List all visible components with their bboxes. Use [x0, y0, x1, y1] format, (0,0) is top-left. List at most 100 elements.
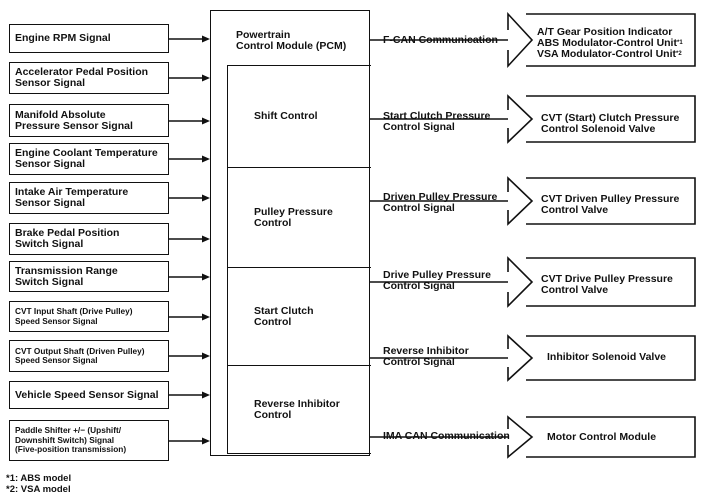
text-line-label: Control Module (PCM) — [236, 40, 347, 52]
arrowhead-icon — [202, 235, 210, 243]
output-arrow-shape — [507, 94, 534, 144]
text-line-label: IMA CAN Communication — [383, 430, 510, 442]
text-line-label: Pulley Pressure — [254, 205, 333, 218]
input-signal-label: Engine RPM Signal — [15, 33, 111, 44]
text-line: A/T Gear Position Indicator — [537, 27, 683, 38]
text-line: Transmission Range — [15, 264, 118, 277]
text-line-label: Shift Control — [254, 110, 318, 122]
output-signal-label: IMA CAN Communication — [383, 431, 510, 442]
text-line: Shift Control — [254, 111, 318, 122]
text-line-label: (Five-position transmission) — [15, 444, 127, 455]
text-line: Start Clutch — [254, 305, 314, 317]
text-line-label: Accelerator Pedal Position — [15, 66, 149, 78]
text-line: CVT Drive Pulley Pressure — [541, 274, 673, 285]
text-line-label: Sensor Signal — [15, 158, 86, 170]
text-line-label: Control Signal — [383, 356, 455, 368]
text-line: Accelerator Pedal Position — [15, 67, 148, 78]
text-line-label: ABS Modulator-Control Unit — [537, 37, 677, 49]
output-arrow-shape — [507, 256, 534, 308]
text-line-label: VSA Modulator-Control Unit — [537, 48, 677, 60]
text-line: Switch Signal — [15, 275, 118, 288]
output-device-label: Inhibitor Solenoid Valve — [547, 352, 666, 363]
text-line-label: Engine Coolant Temperature — [15, 147, 158, 159]
input-signal-label: CVT Output Shaft (Driven Pulley)Speed Se… — [15, 346, 145, 366]
input-signal-label: CVT Input Shaft (Drive Pulley)Speed Sens… — [15, 306, 133, 326]
pcm-section: Shift Control — [227, 65, 371, 167]
text-line: Pressure Sensor Signal — [15, 119, 133, 132]
footnote-mark: *2 — [676, 51, 682, 57]
text-line-label: CVT Drive Pulley Pressure — [541, 273, 673, 285]
text-line-label: Engine RPM Signal — [15, 32, 111, 44]
text-line: Drive Pulley Pressure — [383, 270, 491, 281]
text-line: Reverse Inhibitor — [254, 397, 340, 410]
input-signal-box: Engine RPM Signal — [9, 24, 169, 53]
text-line: Pulley Pressure — [254, 205, 333, 218]
output-device-box — [526, 416, 696, 458]
text-line: Sensor Signal — [15, 198, 128, 209]
arrowhead-icon — [202, 391, 210, 399]
output-arrow-shape — [507, 334, 534, 382]
text-line: Manifold Absolute — [15, 108, 133, 121]
pcm-section-label: Shift Control — [254, 111, 318, 122]
arrowhead-icon — [202, 155, 210, 163]
text-line-label: Control — [254, 408, 292, 421]
text-line-label: Control — [254, 315, 292, 328]
input-signal-label: Paddle Shifter +/− (Upshift/Downshift Sw… — [15, 426, 126, 455]
text-line: Reverse Inhibitor — [383, 346, 469, 357]
input-signal-box: CVT Output Shaft (Driven Pulley)Speed Se… — [9, 340, 169, 372]
text-line-label: F-CAN Communication — [383, 34, 498, 46]
text-line: Vehicle Speed Sensor Signal — [15, 388, 159, 401]
text-line-label: Drive Pulley Pressure — [383, 269, 491, 281]
text-line: Control — [254, 315, 314, 328]
text-line-label: Control Valve — [541, 284, 609, 296]
input-signal-box: Paddle Shifter +/− (Upshift/Downshift Sw… — [9, 420, 169, 461]
input-signal-box: Vehicle Speed Sensor Signal — [9, 381, 169, 409]
text-line-label: Paddle Shifter +/− (Upshift/ — [15, 425, 122, 436]
text-line: Control Valve — [541, 205, 679, 216]
text-line-label: Switch Signal — [15, 275, 84, 288]
text-line: ABS Modulator-Control Unit*1 — [537, 38, 683, 49]
text-line: Control Solenoid Valve — [541, 124, 679, 135]
text-line-label: Vehicle Speed Sensor Signal — [15, 388, 159, 401]
text-line: Control Signal — [383, 357, 469, 368]
text-line-label: Start Clutch Pressure — [383, 110, 491, 122]
text-line: Control Module (PCM) — [236, 41, 346, 52]
text-line-label: Sensor Signal — [15, 77, 86, 89]
arrowhead-icon — [202, 117, 210, 125]
text-line-label: Inhibitor Solenoid Valve — [547, 351, 667, 363]
text-line: Control Valve — [541, 285, 673, 296]
output-device-box — [526, 95, 696, 143]
text-line-label: Reverse Inhibitor — [254, 397, 340, 410]
text-line: CVT Output Shaft (Driven Pulley) — [15, 346, 145, 357]
output-device-box — [526, 177, 696, 225]
input-signal-label: Vehicle Speed Sensor Signal — [15, 388, 159, 401]
output-device-box — [526, 13, 696, 67]
text-line-label: Manifold Absolute — [15, 108, 106, 121]
text-line-label: Pressure Sensor Signal — [15, 119, 133, 132]
text-line-label: Control — [254, 216, 292, 229]
output-device-label: Motor Control Module — [547, 432, 656, 443]
text-line-label: Control Signal — [383, 202, 455, 214]
text-line-label: CVT (Start) Clutch Pressure — [541, 112, 680, 124]
arrowhead-icon — [202, 437, 210, 445]
text-line: Intake Air Temperature — [15, 187, 128, 198]
text-line-label: Sensor Signal — [15, 197, 86, 209]
output-arrow-shape — [507, 415, 534, 459]
text-line-label: Transmission Range — [15, 264, 118, 277]
